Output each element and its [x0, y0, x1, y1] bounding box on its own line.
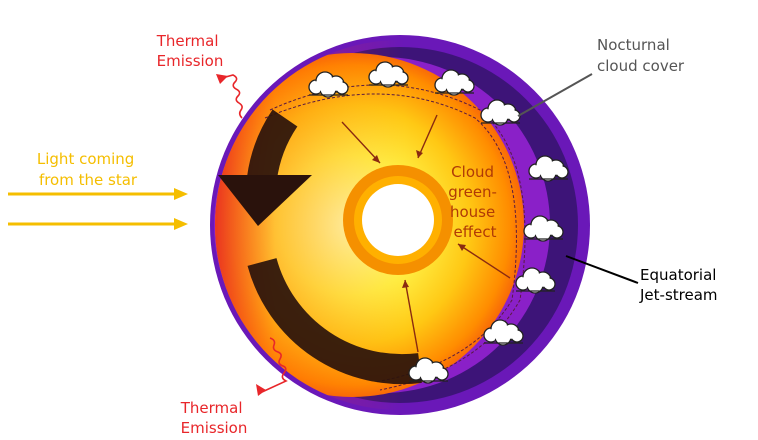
- cloud-icon: [480, 99, 521, 126]
- core: [362, 184, 434, 256]
- arrow-icon: [341, 121, 381, 164]
- label-line: Light coming: [37, 150, 134, 168]
- thermal-emission-top-label: Thermal Emission: [156, 32, 224, 70]
- cloud-icon: [308, 71, 349, 98]
- arrow-icon: [404, 279, 419, 353]
- jet-pointer: [565, 255, 639, 284]
- cloud-icon: [483, 319, 524, 346]
- cloud-icon: [368, 61, 409, 88]
- circulation-arc: [247, 257, 422, 385]
- label-line: Cloud: [451, 163, 494, 181]
- circulation-arc-top: [247, 109, 298, 181]
- arrow-icon: [216, 74, 228, 84]
- label-line: house: [450, 203, 495, 221]
- jet-stream-label: Equatorial Jet-stream: [639, 266, 721, 304]
- thermal-emission-top: [216, 74, 243, 119]
- arrow-icon: [372, 155, 380, 163]
- cloud-greenhouse-label: Cloud green- house effect: [448, 163, 502, 241]
- label-line: cloud cover: [597, 57, 685, 75]
- starlight-arrows: [8, 188, 188, 230]
- label-line: Emission: [181, 419, 248, 437]
- thermal-emission-bottom-label: Thermal Emission: [180, 399, 248, 437]
- arrow-icon: [458, 244, 466, 251]
- arrow-icon: [417, 114, 438, 159]
- label-line: Equatorial: [640, 266, 716, 284]
- cloud-icon: [515, 267, 556, 294]
- label-line: Jet-stream: [639, 286, 718, 304]
- greenhouse-arrows: [341, 114, 511, 353]
- wavy-arrow-icon: [261, 337, 288, 393]
- cloud-deck-line: [264, 93, 517, 383]
- label-line: green-: [448, 183, 497, 201]
- cloud-icon: [408, 357, 449, 384]
- thermal-emission-bottom: [256, 337, 288, 396]
- arrow-icon: [218, 175, 312, 226]
- circulation-arrow: [218, 109, 422, 385]
- cloud-icon: [523, 215, 564, 242]
- label-line: Nocturnal: [597, 36, 670, 54]
- wavy-arrow-icon: [221, 74, 243, 119]
- cloud-icon: [528, 155, 569, 182]
- label-line: effect: [454, 223, 497, 241]
- light-label: Light coming from the star: [37, 150, 139, 189]
- arrow-icon: [174, 218, 188, 230]
- arrow-icon: [416, 150, 423, 158]
- label-line: Thermal: [156, 32, 219, 50]
- label-line: from the star: [39, 171, 138, 189]
- nocturnal-pointer: [517, 73, 593, 117]
- nocturnal-label: Nocturnal cloud cover: [597, 36, 685, 75]
- label-line: Thermal: [180, 399, 243, 417]
- arrow-icon: [402, 280, 409, 288]
- arrow-icon: [174, 188, 188, 200]
- nocturnal-clouds: [308, 61, 569, 384]
- arrow-icon: [457, 243, 511, 279]
- arrow-icon: [256, 384, 266, 396]
- label-line: Emission: [157, 52, 224, 70]
- cloud-icon: [434, 69, 475, 96]
